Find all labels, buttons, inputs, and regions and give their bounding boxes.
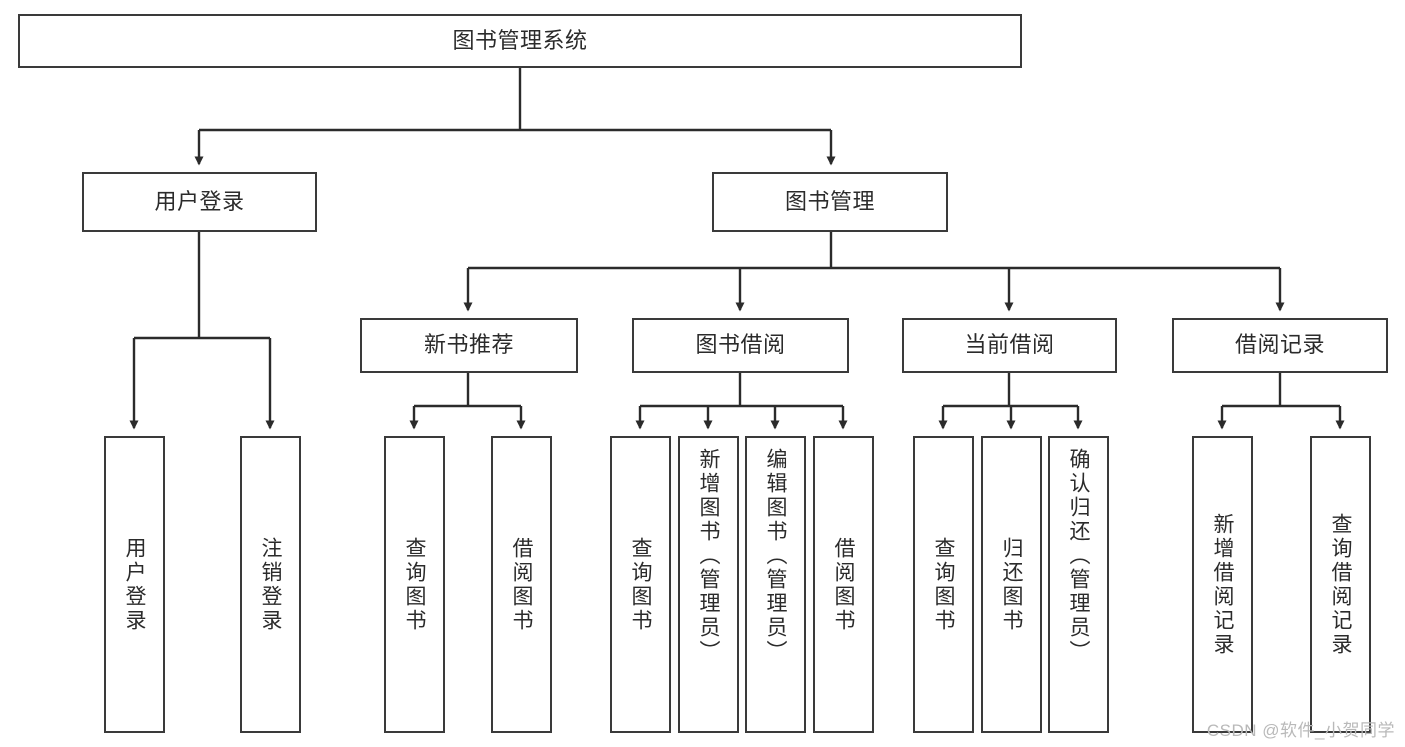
node-leaf-return-book[interactable]: 归还图书: [981, 436, 1042, 733]
node-leaf-query-book-1[interactable]: 查询图书: [384, 436, 445, 733]
node-new-book-recommend[interactable]: 新书推荐: [360, 318, 578, 373]
node-leaf-add-book[interactable]: 新增图书（管理员）: [678, 436, 739, 733]
node-borrow-record[interactable]: 借阅记录: [1172, 318, 1388, 373]
node-leaf-query-book-2-label: 查询图书: [629, 536, 652, 633]
node-leaf-add-book-label: 新增图书（管理员）: [697, 448, 720, 664]
node-borrow-record-label: 借阅记录: [1234, 332, 1325, 358]
node-leaf-confirm-return-label: 确认归还（管理员）: [1067, 448, 1090, 664]
node-user-login-label: 用户登录: [154, 188, 245, 214]
node-book-management[interactable]: 图书管理: [712, 172, 948, 232]
node-leaf-query-book-1-label: 查询图书: [403, 536, 426, 633]
node-leaf-query-record[interactable]: 查询借阅记录: [1310, 436, 1371, 733]
node-current-borrow[interactable]: 当前借阅: [902, 318, 1117, 373]
node-leaf-query-book-3-label: 查询图书: [932, 536, 955, 633]
node-leaf-query-book-2[interactable]: 查询图书: [610, 436, 671, 733]
node-leaf-borrow-book-2-label: 借阅图书: [832, 536, 855, 633]
node-leaf-query-book-3[interactable]: 查询图书: [913, 436, 974, 733]
node-leaf-edit-book-label: 编辑图书（管理员）: [764, 448, 787, 664]
node-book-borrow[interactable]: 图书借阅: [632, 318, 849, 373]
node-leaf-borrow-book-2[interactable]: 借阅图书: [813, 436, 874, 733]
node-leaf-user-login-label: 用户登录: [123, 536, 146, 633]
node-leaf-borrow-book-1-label: 借阅图书: [510, 536, 533, 633]
node-book-borrow-label: 图书借阅: [695, 332, 786, 358]
watermark-text: CSDN @软件_小贺同学: [1206, 721, 1395, 740]
node-leaf-query-record-label: 查询借阅记录: [1329, 512, 1352, 657]
node-book-management-label: 图书管理: [784, 188, 875, 214]
node-leaf-borrow-book-1[interactable]: 借阅图书: [491, 436, 552, 733]
node-leaf-add-record-label: 新增借阅记录: [1211, 512, 1234, 657]
node-leaf-edit-book[interactable]: 编辑图书（管理员）: [745, 436, 806, 733]
node-leaf-return-book-label: 归还图书: [1000, 536, 1023, 633]
node-current-borrow-label: 当前借阅: [964, 332, 1055, 358]
node-leaf-user-login[interactable]: 用户登录: [104, 436, 165, 733]
node-root-system-label: 图书管理系统: [452, 27, 588, 53]
node-root-system[interactable]: 图书管理系统: [18, 14, 1022, 68]
node-leaf-logout[interactable]: 注销登录: [240, 436, 301, 733]
node-leaf-add-record[interactable]: 新增借阅记录: [1192, 436, 1253, 733]
node-user-login[interactable]: 用户登录: [82, 172, 317, 232]
node-leaf-confirm-return[interactable]: 确认归还（管理员）: [1048, 436, 1109, 733]
node-leaf-logout-label: 注销登录: [259, 536, 282, 633]
node-new-book-recommend-label: 新书推荐: [423, 332, 514, 358]
